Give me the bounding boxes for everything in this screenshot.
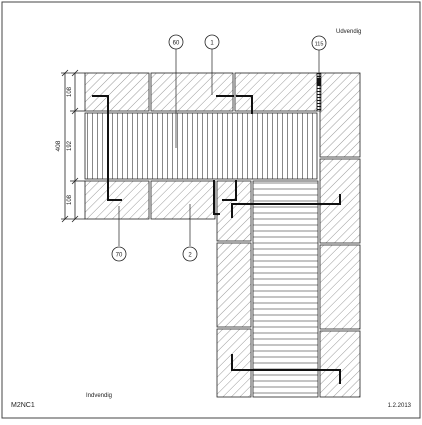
wall-tie-top	[236, 95, 253, 114]
inside-label: Indvendig	[86, 393, 112, 399]
brick-vertical-inner-2	[216, 242, 252, 328]
dim-label-outer: 108	[67, 86, 73, 97]
inner-leaf-bricks	[84, 180, 216, 220]
callout-70: 70	[111, 246, 127, 262]
callout-2-label: 2	[188, 253, 192, 259]
dim-total-tick-bottom	[61, 215, 69, 223]
callout-60: 60	[168, 34, 184, 50]
callout-1-circle	[204, 34, 220, 50]
cavity-insulation-horizontal	[84, 112, 318, 180]
dimension-line	[61, 69, 85, 223]
brick-vertical-outer-4	[319, 330, 361, 398]
wall-tie-corner	[231, 194, 341, 218]
brick-inner-2	[150, 180, 216, 220]
callout-115-circle	[311, 35, 327, 51]
inner-leaf-vertical-bricks	[216, 180, 252, 398]
brick-outer-2	[150, 72, 234, 112]
callout-1-label: 1	[210, 41, 214, 47]
callout-70-label: 70	[116, 253, 123, 259]
dim-label-inner: 108	[67, 194, 73, 205]
dim-tick-1	[71, 69, 79, 77]
outer-leaf-vertical-bricks	[319, 72, 361, 398]
callout-2: 2	[182, 246, 198, 262]
dim-tick-2	[71, 107, 79, 115]
brick-vertical-inner-1	[216, 180, 252, 242]
outer-leaf-bricks	[84, 72, 318, 112]
brick-vertical-inner-3	[216, 328, 252, 398]
callout-115-label: 115	[315, 42, 324, 48]
callout-leaders	[118, 49, 320, 246]
callout-2-circle	[182, 246, 198, 262]
wall-tie-mid	[213, 180, 220, 215]
brick-outer-3	[234, 72, 318, 112]
wall-tie-mid-2	[222, 180, 237, 201]
wall-tie-left	[92, 95, 122, 201]
drawing-code: M2NC1	[11, 402, 35, 409]
brick-vertical-outer-1	[319, 72, 361, 158]
outside-label: Udvendig	[336, 29, 361, 35]
dim-tick-3	[71, 177, 79, 185]
dim-label-cavity: 192	[67, 140, 73, 151]
drawing-date: 1.2.2013	[388, 403, 412, 409]
callout-1: 1	[204, 34, 220, 50]
callout-115: 115	[311, 35, 327, 51]
brick-vertical-outer-3	[319, 244, 361, 330]
wall-tie-bottom	[231, 354, 341, 384]
cavity-insulation-vertical	[252, 180, 319, 398]
drawing-border	[1, 1, 421, 419]
callout-60-circle	[168, 34, 184, 50]
wall-ties	[92, 95, 341, 384]
callout-70-circle	[111, 246, 127, 262]
dim-tick-4	[71, 215, 79, 223]
callout-60-label: 60	[173, 41, 180, 47]
brick-inner-1	[84, 180, 150, 220]
dim-total-label: 408	[55, 140, 62, 151]
brick-outer-1	[84, 72, 150, 112]
dim-total-tick-top	[61, 69, 69, 77]
